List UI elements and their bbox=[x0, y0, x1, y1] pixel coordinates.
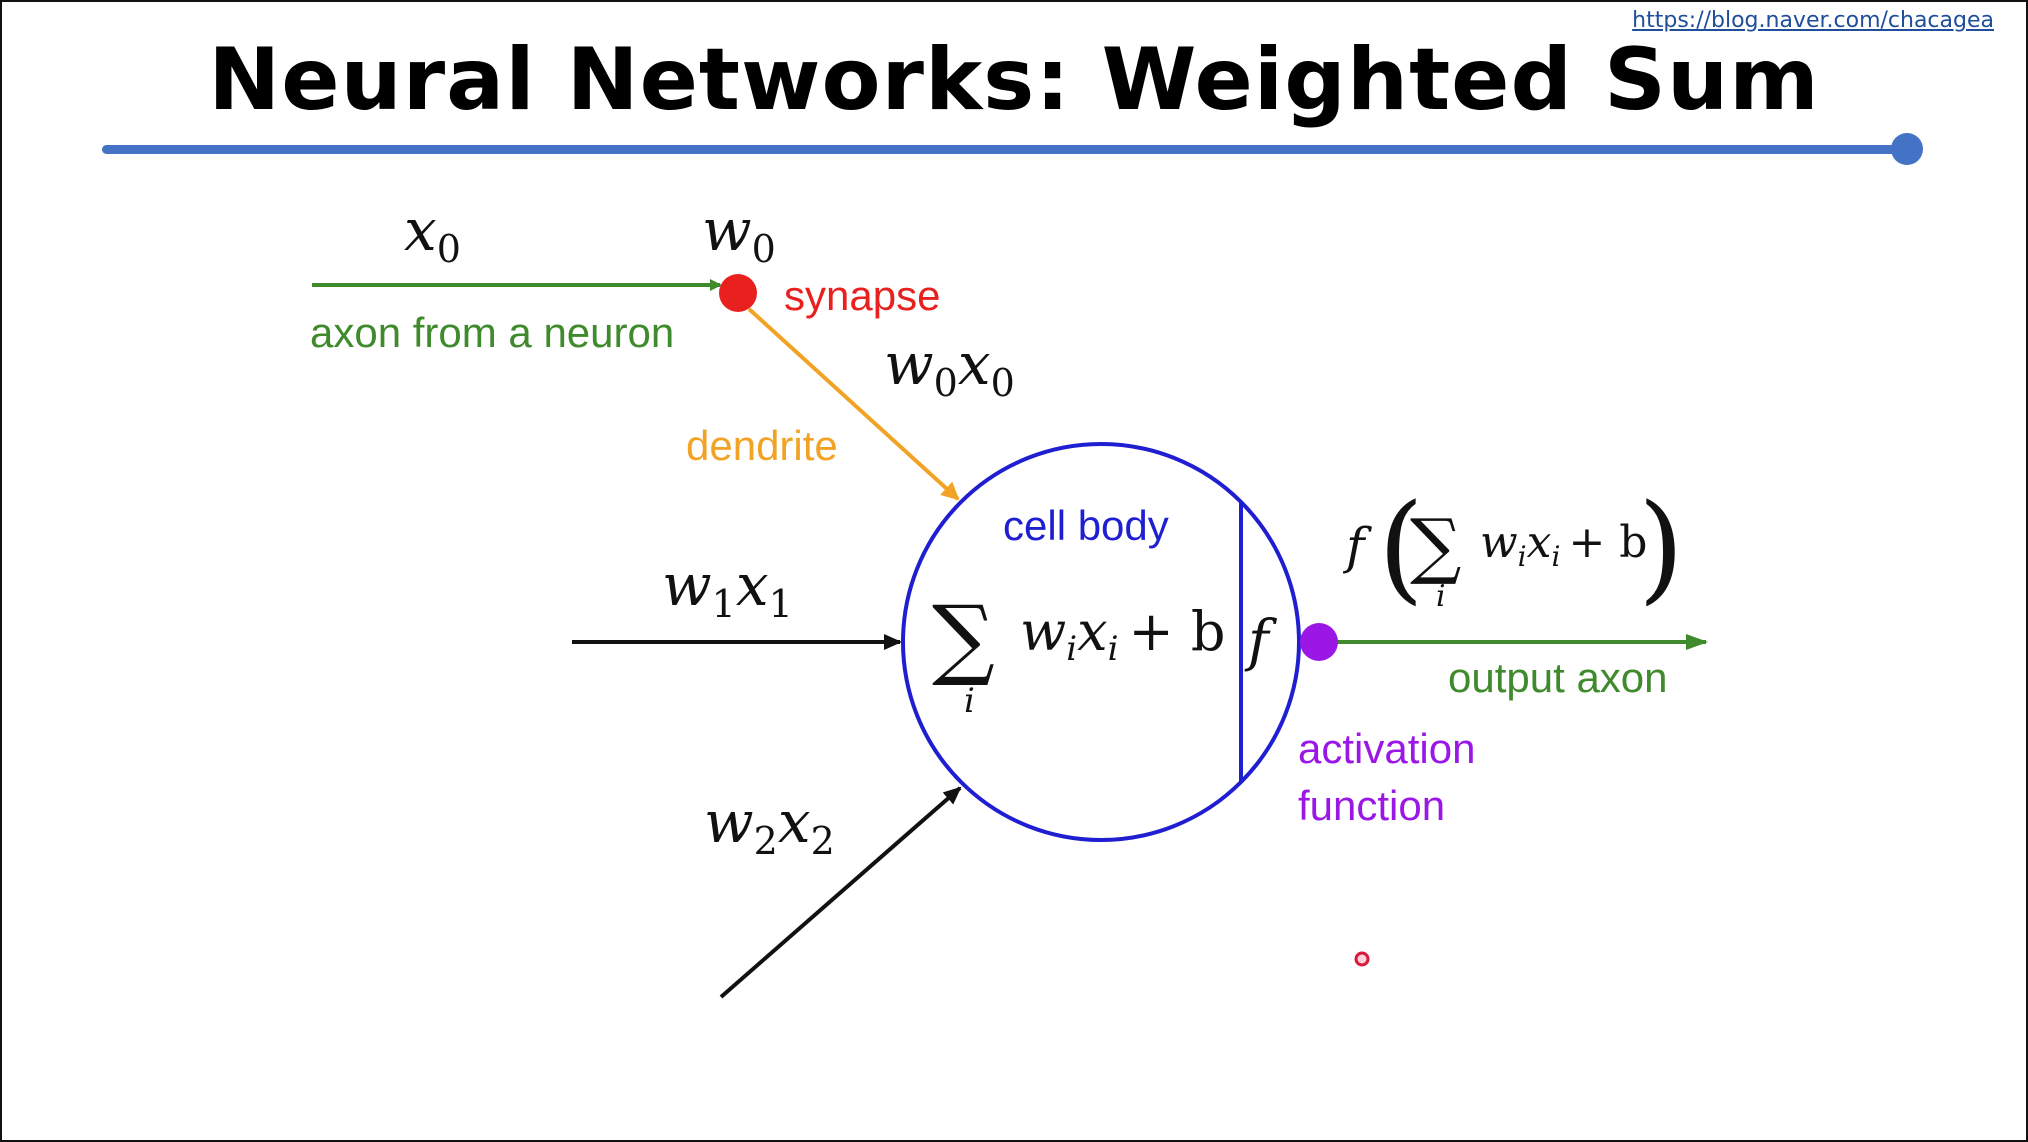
input-2-arrow bbox=[719, 786, 962, 999]
activation-label-line2: function bbox=[1298, 782, 1445, 829]
output-formula-f: f bbox=[1342, 517, 1372, 575]
synapse-dot bbox=[719, 274, 757, 312]
output-group: output axon activation function f ( ∑ i … bbox=[1298, 478, 1708, 829]
weighted-input-1-label: w1x1 bbox=[662, 551, 793, 626]
activation-label-line1: activation bbox=[1298, 725, 1475, 772]
slide-title: Neural Networks: Weighted Sum bbox=[208, 30, 1820, 130]
weighted-input-2-label: w2x2 bbox=[704, 788, 835, 863]
title-underline bbox=[102, 145, 1906, 154]
dendrite-arrow bbox=[747, 307, 960, 501]
weight-0-label: w0 bbox=[702, 196, 776, 271]
cell-weighted-sum: wixi+ b bbox=[1020, 600, 1225, 669]
cell-body-label: cell body bbox=[1003, 502, 1169, 549]
axon-label: axon from a neuron bbox=[310, 309, 674, 356]
title-underline-end-dot bbox=[1891, 133, 1923, 165]
cell-sum-index: i bbox=[964, 681, 975, 721]
output-formula-sum-index: i bbox=[1436, 579, 1446, 614]
cell-body-group: cell body ∑ i wixi+ b f bbox=[901, 442, 1301, 842]
cell-activation-f: f bbox=[1244, 609, 1278, 674]
input-0-group: x0 axon from a neuron w0 synapse w0x0 de… bbox=[310, 196, 1015, 501]
output-formula-lparen: ( bbox=[1378, 478, 1424, 616]
output-formula-rparen: ) bbox=[1638, 478, 1684, 616]
dendrite-label: dendrite bbox=[686, 422, 838, 469]
input-2-group: w2x2 bbox=[704, 786, 962, 999]
cursor-marker bbox=[1354, 951, 1370, 967]
synapse-label: synapse bbox=[784, 272, 940, 319]
output-axon-label: output axon bbox=[1448, 654, 1668, 701]
cell-sum-symbol: ∑ bbox=[932, 586, 995, 689]
cell-body-circle bbox=[901, 442, 1301, 842]
output-formula-sum-symbol: ∑ bbox=[1410, 503, 1461, 587]
source-link[interactable]: https://blog.naver.com/chacagea bbox=[1632, 8, 1994, 33]
input-0-x-label: x0 bbox=[404, 196, 461, 271]
output-formula-body: wixi+ b bbox=[1480, 517, 1647, 573]
weighted-input-0-label: w0x0 bbox=[884, 330, 1015, 405]
activation-dot bbox=[1300, 623, 1338, 661]
input-1-group: w1x1 bbox=[572, 551, 902, 650]
